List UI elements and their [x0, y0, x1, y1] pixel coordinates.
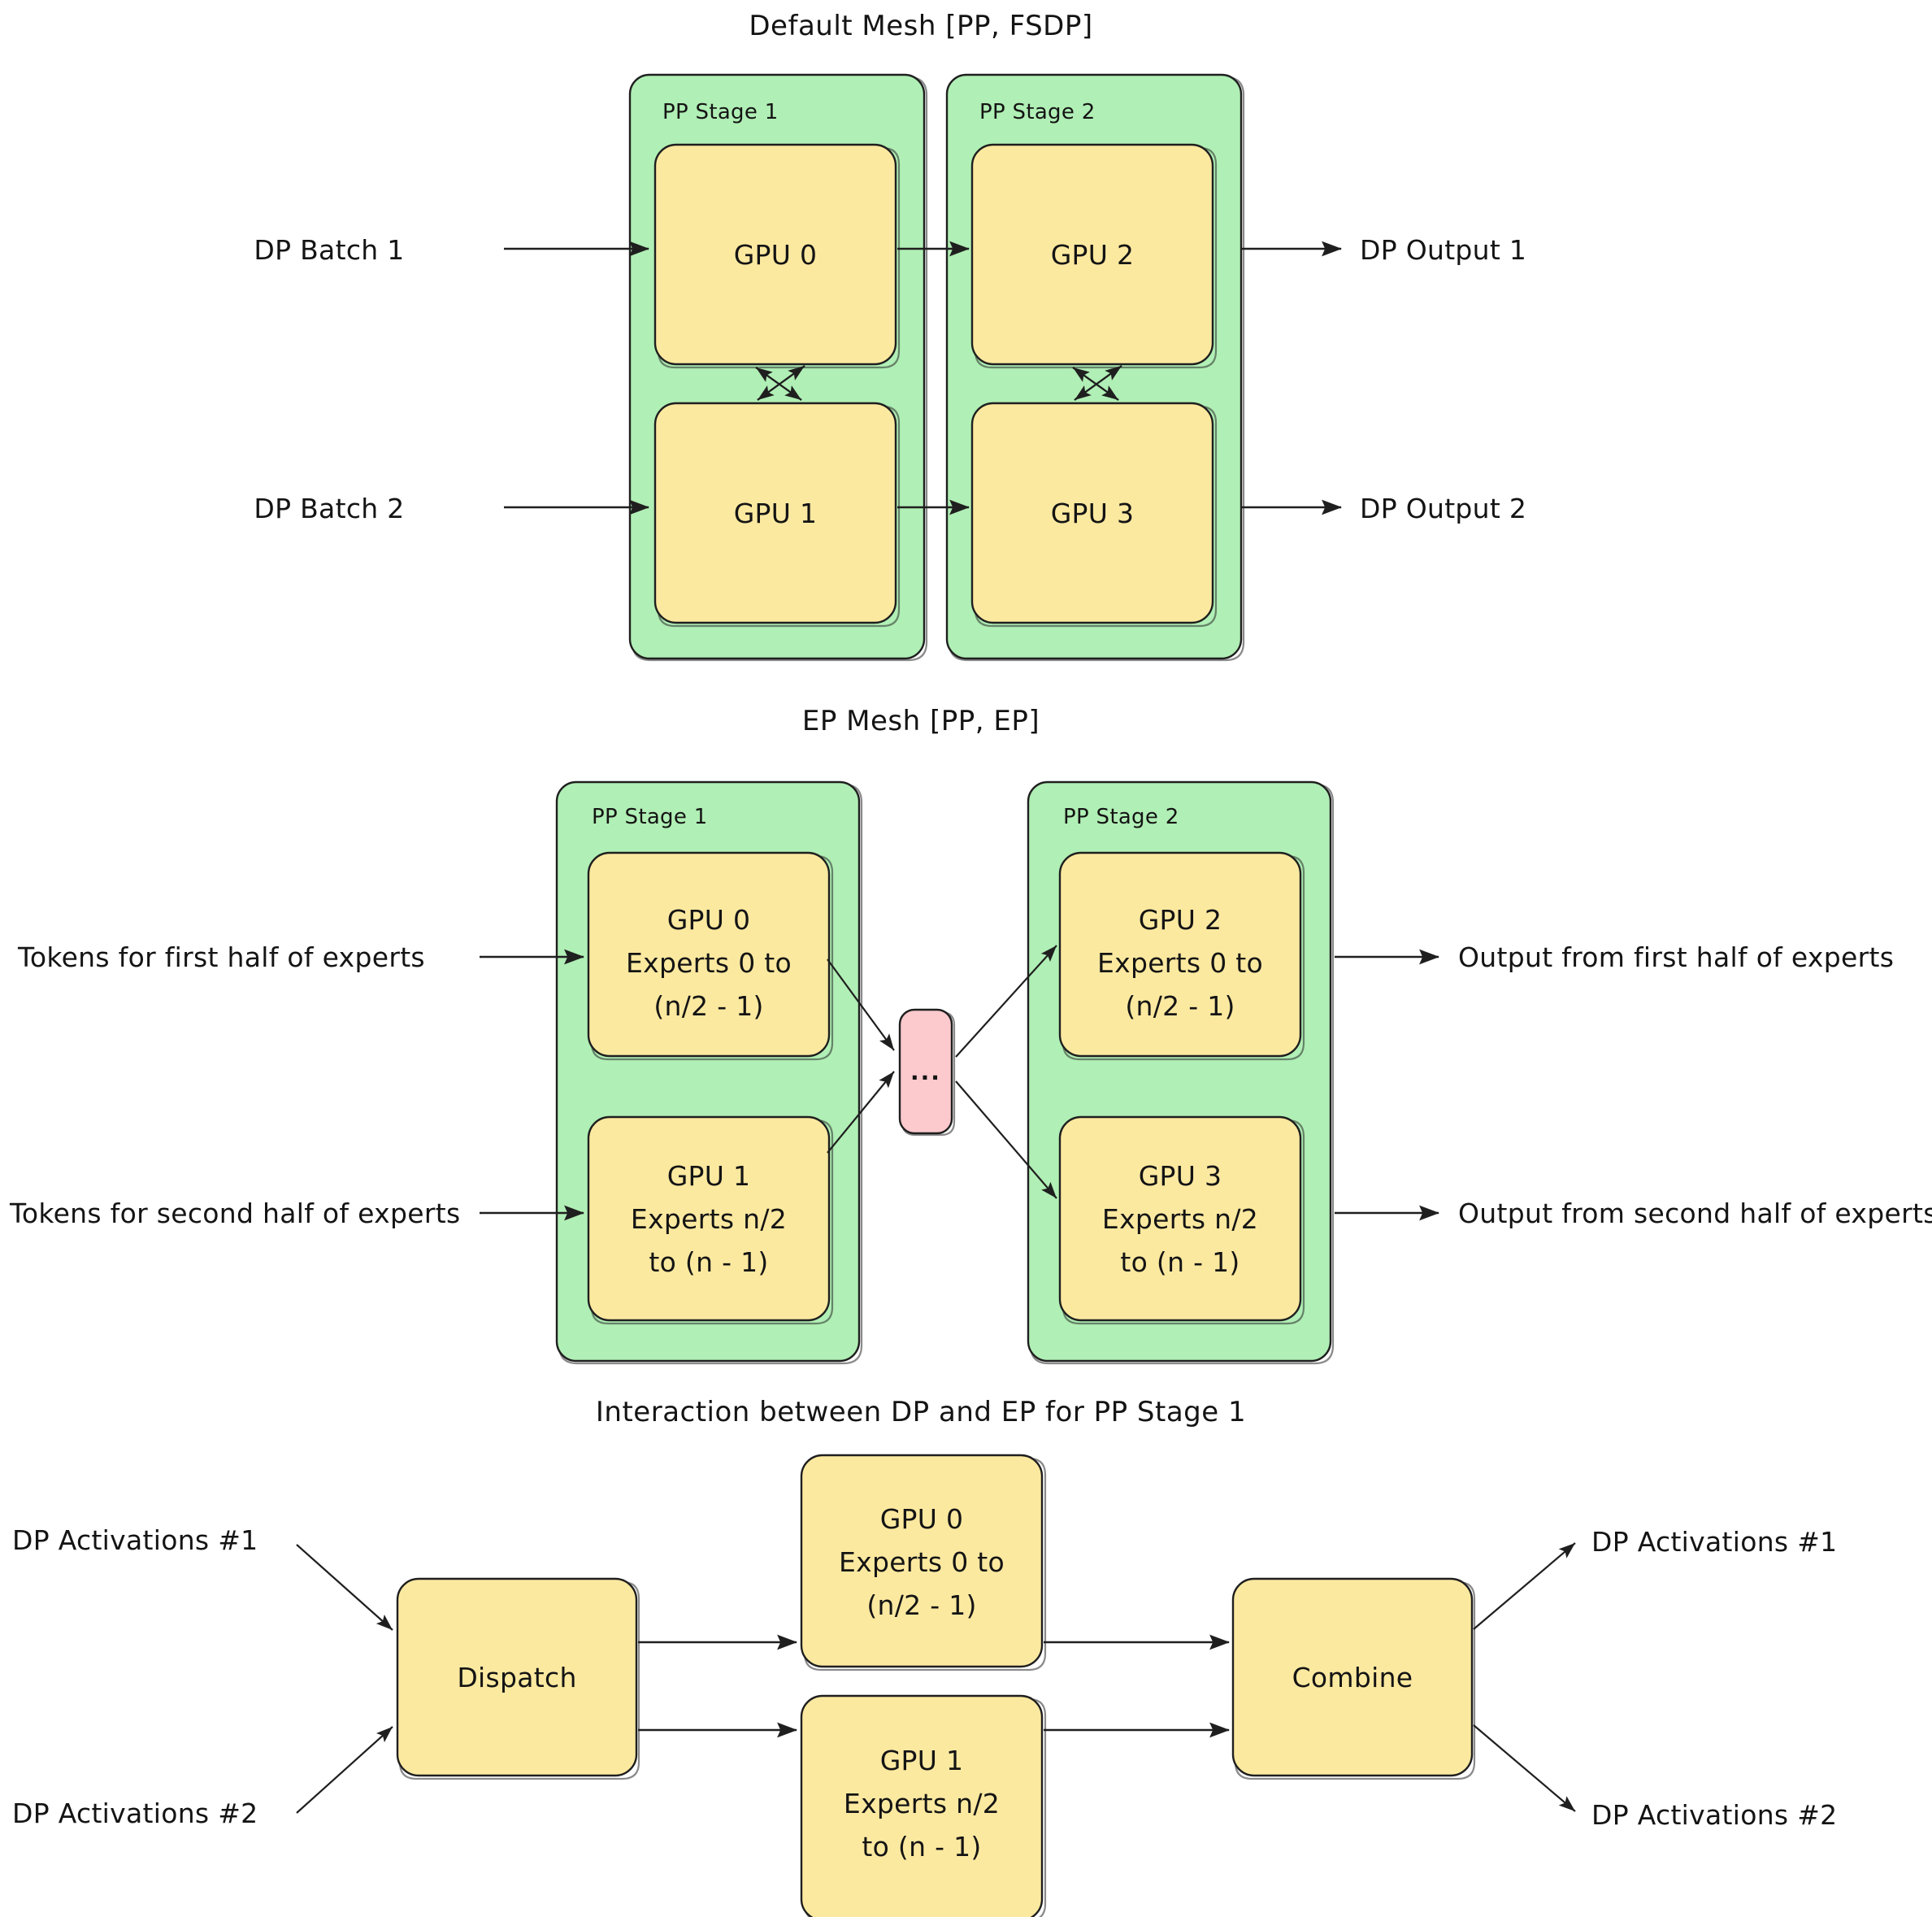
section-dp-ep-interaction: [0, 1390, 1932, 1917]
section-ep-mesh: [0, 699, 1932, 1382]
section-default-mesh: [0, 0, 1932, 683]
